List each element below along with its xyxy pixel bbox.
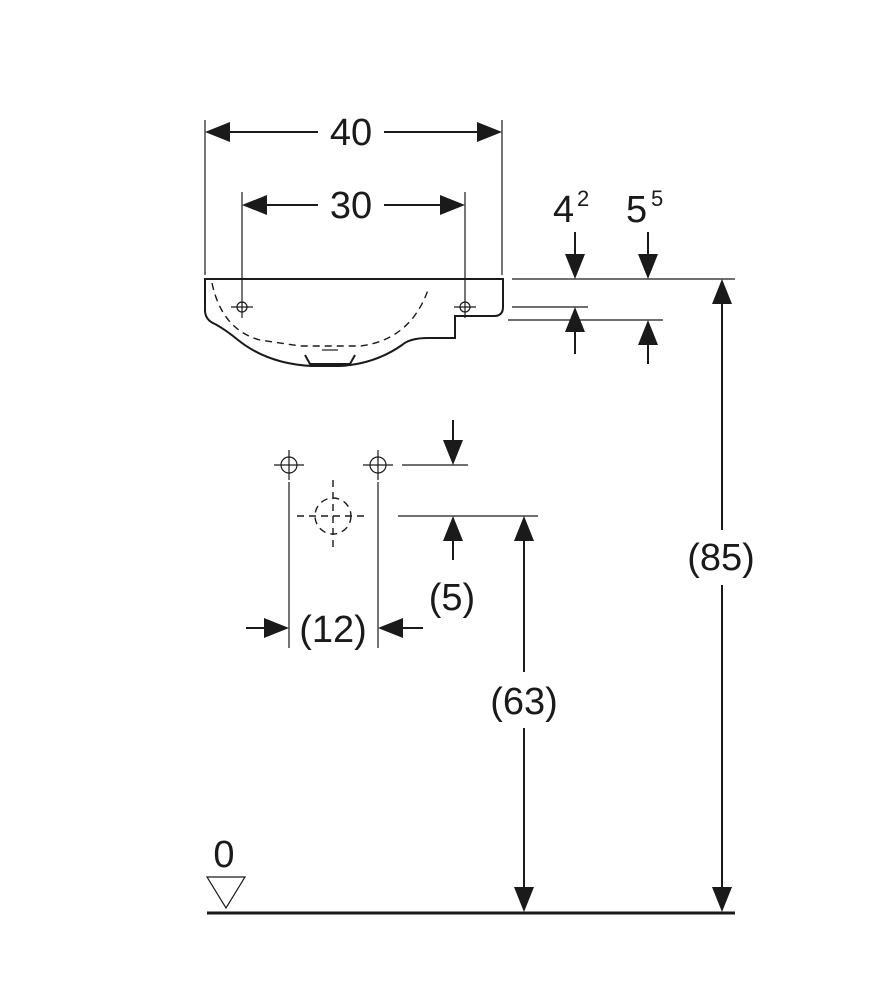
rim-thickness-base: 4 — [553, 189, 574, 231]
dimension-outlet-height: (63) — [490, 516, 558, 912]
washbasin — [204, 278, 504, 367]
fixing-point-left — [274, 450, 304, 480]
dimension-tap-hole-spacing: 30 — [241, 185, 466, 296]
overflow-depth-exponent: 5 — [651, 186, 663, 211]
total-height-label: (85) — [687, 537, 755, 579]
dimension-fixing-spacing: (12) — [246, 609, 423, 651]
overall-width-label: 40 — [330, 112, 372, 154]
dimension-outlet-offset: (5) — [398, 420, 538, 619]
tap-hole-left — [231, 296, 253, 318]
dimension-rim-depths: 4 2 5 5 — [508, 186, 735, 364]
overflow-depth-base: 5 — [626, 189, 647, 231]
tap-hole-spacing-label: 30 — [330, 185, 372, 227]
floor-level-label: 0 — [213, 834, 234, 876]
fixing-point-right — [363, 450, 393, 480]
outlet-height-label: (63) — [490, 681, 558, 723]
overflow-depth-label: 5 — [626, 189, 647, 231]
tap-hole-right — [454, 296, 476, 318]
waste-outlet — [297, 480, 369, 552]
rim-thickness-label: 4 — [553, 189, 574, 231]
dimension-overall-width: 40 — [204, 112, 503, 275]
outlet-offset-label: (5) — [429, 577, 475, 619]
rim-thickness-exponent: 2 — [577, 186, 589, 211]
fixing-spacing-label: (12) — [299, 609, 367, 651]
floor-level: 0 — [205, 834, 735, 915]
level-triangle-icon — [205, 876, 247, 910]
dimension-total-height: (85) — [687, 279, 755, 912]
wall-fixings — [274, 450, 393, 648]
